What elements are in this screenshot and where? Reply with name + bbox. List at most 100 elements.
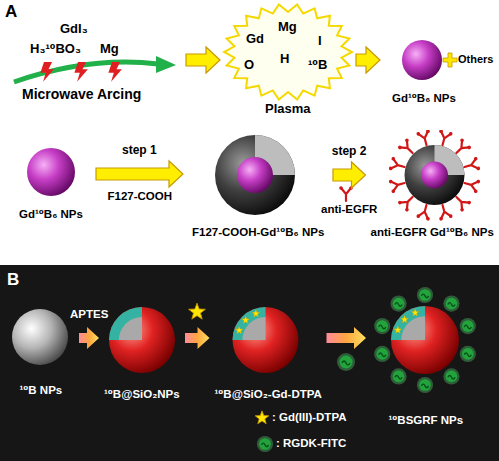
rgdk-fitc-icon [337, 353, 355, 371]
antibody [416, 130, 433, 147]
gd10b6-nanoparticle [27, 148, 75, 196]
rgdk-fitc [443, 368, 459, 384]
rgdk-fitc [417, 287, 433, 303]
green-curved-arrow [14, 62, 158, 82]
legend-text: : RGDK-FITC [276, 437, 346, 450]
element-symbol: Mg [278, 20, 297, 35]
nanoparticle-node: ¹⁰B NPs [5, 300, 77, 402]
silica-cutaway [232, 307, 265, 340]
process-arrow [79, 327, 99, 349]
green-arrow-head [156, 56, 176, 73]
nanoparticle-node: Gd¹⁰B₆ NPs [382, 22, 466, 112]
polymer-shell [404, 145, 464, 205]
antibody [462, 176, 480, 193]
panel-b-background [0, 265, 499, 461]
silica-sphere [232, 307, 298, 373]
rgdk-fitc [390, 368, 406, 384]
legend-star [255, 411, 269, 424]
silica-sphere [391, 306, 459, 374]
silica-cutaway [109, 307, 142, 340]
particle-label: anti-EGFR Gd¹⁰B₆ NPs [371, 226, 494, 239]
plasma-starburst [224, 5, 352, 100]
process-arrow [356, 47, 380, 73]
rgdk-fitc [460, 318, 476, 334]
element-symbol: ¹⁰B [308, 58, 327, 73]
reagent-label: F127-COOH [108, 190, 173, 203]
antibody [397, 192, 417, 212]
plasma-burst: GdMgIOH¹⁰BPlasma [222, 2, 354, 122]
antibody [388, 157, 406, 174]
antibody [416, 203, 433, 221]
nanoparticle-node: anti-EGFR Gd¹⁰B₆ NPs [368, 130, 497, 245]
polymer-shell [215, 135, 295, 215]
step-label: step 2 [332, 145, 367, 159]
lightning-bolt [74, 62, 88, 82]
element-symbol: Gd [246, 32, 264, 47]
plus-sign [443, 53, 457, 67]
method-label: Microwave Arcing [22, 86, 141, 102]
particle-label: ¹⁰B@SiO₂NPs [104, 388, 180, 401]
panel-letter: B [7, 270, 19, 290]
nanoparticle-node: ¹⁰B@SiO₂NPs [101, 300, 183, 406]
nanoparticle-node: F127-COOH-Gd¹⁰B₆ NPs [185, 130, 331, 245]
particle-core [237, 157, 273, 193]
byproduct-label: Others [458, 53, 493, 66]
gd-dtpa-star [241, 316, 249, 323]
process-arrow [96, 161, 183, 187]
nanoparticle-node: ¹⁰B@SiO₂-Gd-DTPA [212, 300, 325, 406]
legend-text: : Gd(III)-DTPA [272, 411, 347, 424]
process-arrow [333, 162, 366, 188]
silica-sphere [109, 307, 175, 373]
gd10b6-nanoparticle [402, 40, 442, 80]
antibody [451, 192, 471, 212]
legend-green-icon [257, 436, 273, 452]
process-arrow [185, 327, 210, 349]
antibody [451, 138, 471, 158]
particle-label: Gd¹⁰B₆ NPs [392, 92, 456, 105]
lightning-bolt [40, 62, 54, 82]
antibody [462, 157, 480, 174]
step-label: step 1 [122, 144, 157, 158]
rgdk-fitc [374, 346, 390, 362]
core-cutaway [242, 317, 265, 340]
rgdk-fitc [443, 295, 459, 311]
panel-letter: A [5, 2, 17, 22]
rgdk-fitc [390, 295, 406, 311]
particle-label: ¹⁰B@SiO₂-Gd-DTPA [215, 388, 322, 401]
element-symbol: O [244, 58, 254, 73]
reagent-label: Mg [100, 42, 119, 57]
antibody-icon [339, 186, 353, 201]
process-arrow [327, 327, 367, 349]
gd-dtpa-star [235, 326, 243, 333]
yellow-arrow [186, 47, 220, 73]
core-cutaway [401, 316, 425, 340]
lightning-bolt [108, 62, 122, 82]
particle-label: ¹⁰BSGRF NPs [389, 414, 464, 427]
boron-nanoparticle [12, 309, 68, 365]
rgdk-fitc [417, 377, 433, 393]
reagent-label: H₃¹⁰BO₃ [30, 42, 81, 57]
gd-dtpa-star [189, 303, 206, 319]
sphere-drawing [368, 282, 484, 432]
rgdk-fitc [460, 346, 476, 362]
antibody [397, 138, 417, 158]
antibody [435, 130, 452, 147]
gd-dtpa-star [401, 316, 409, 323]
particle-label: F127-COOH-Gd¹⁰B₆ NPs [192, 226, 324, 239]
antibody [435, 203, 452, 221]
element-symbol: I [318, 34, 322, 49]
element-symbol: H [280, 52, 289, 67]
particle-label: Gd¹⁰B₆ NPs [19, 208, 83, 221]
nanoparticle-node: Gd¹⁰B₆ NPs [8, 140, 94, 230]
nanoparticle-node: ¹⁰BSGRF NPs [368, 282, 484, 432]
reagent-label: anti-EGFR [321, 203, 377, 216]
rgdk-fitc [374, 318, 390, 334]
step-label: APTES [70, 308, 108, 321]
gd-dtpa-star [252, 310, 260, 317]
particle-core [421, 162, 448, 189]
reagent-label: GdI₃ [60, 22, 88, 37]
gd-dtpa-star [394, 326, 402, 333]
antibody [388, 176, 406, 193]
particle-label: ¹⁰B NPs [20, 384, 63, 397]
